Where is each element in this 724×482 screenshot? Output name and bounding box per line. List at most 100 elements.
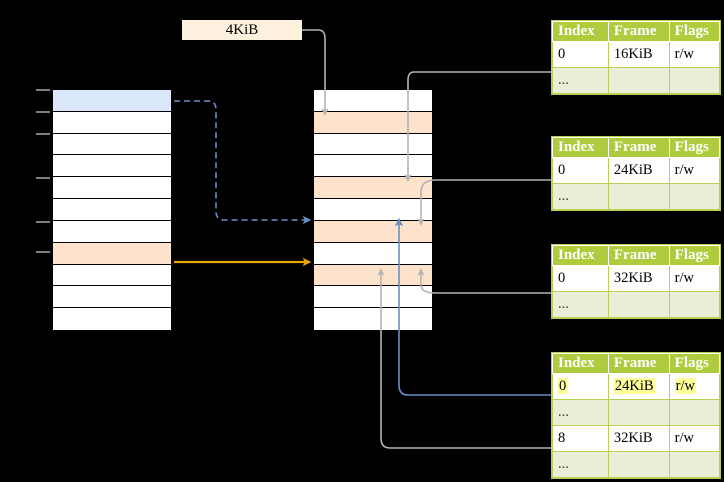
highlighted-value: r/w xyxy=(674,378,697,394)
column-header: Index xyxy=(552,21,609,42)
table-row: 0 24KiB r/w xyxy=(552,373,721,400)
table-cell xyxy=(668,67,721,94)
table-cell xyxy=(607,67,670,94)
memory-cell xyxy=(53,155,171,178)
wire-virtual-page-mapping-dashed xyxy=(174,100,312,225)
memory-cell xyxy=(314,308,432,330)
memory-cell xyxy=(314,242,432,265)
virtual-address-space-column xyxy=(52,89,172,330)
memory-cell xyxy=(314,177,432,200)
table-cell xyxy=(668,399,721,426)
memory-cell xyxy=(53,90,171,112)
tick-mark xyxy=(36,251,50,253)
memory-cell xyxy=(53,308,171,330)
table-cell: r/w xyxy=(668,41,721,68)
table-cell: ... xyxy=(552,291,609,318)
table-cell: r/w xyxy=(668,425,721,452)
table-cell xyxy=(607,451,670,478)
tick-mark xyxy=(36,133,50,135)
column-header: Index xyxy=(552,353,609,374)
table-cell xyxy=(668,183,721,210)
memory-cell xyxy=(314,155,432,178)
table-cell: ... xyxy=(552,183,609,210)
tick-mark xyxy=(36,221,50,223)
memory-cell xyxy=(53,199,171,221)
memory-cell xyxy=(53,264,171,287)
memory-cell xyxy=(53,177,171,200)
table-cell xyxy=(607,183,670,210)
highlighted-value: 0 xyxy=(558,378,568,394)
highlighted-value: 24KiB xyxy=(613,378,655,394)
column-header: Frame xyxy=(607,137,670,158)
column-header: Flags xyxy=(668,245,721,266)
table-cell: ... xyxy=(552,399,609,426)
tick-mark xyxy=(36,89,50,91)
table-cell: 24KiB xyxy=(607,373,670,400)
table-cell: 32KiB xyxy=(607,425,670,452)
physical-memory-column xyxy=(313,89,433,330)
table-cell: ... xyxy=(552,451,609,478)
table-cell: 24KiB xyxy=(607,157,670,184)
table-cell: 0 xyxy=(552,41,609,68)
tick-mark xyxy=(36,111,50,113)
wire-table2-to-frame xyxy=(417,179,551,226)
table-cell: 8 xyxy=(552,425,609,452)
column-header: Flags xyxy=(668,353,721,374)
table-cell: r/w xyxy=(668,265,721,292)
table-row: ... xyxy=(552,451,721,478)
column-header: Index xyxy=(552,137,609,158)
table-cell xyxy=(668,291,721,318)
column-header: Flags xyxy=(668,21,721,42)
column-header: Flags xyxy=(668,137,721,158)
memory-cell xyxy=(53,111,171,134)
wire-table3-to-frame xyxy=(417,268,551,294)
tick-mark xyxy=(36,177,50,179)
table-cell: 0 xyxy=(552,157,609,184)
table-cell xyxy=(607,399,670,426)
memory-cell xyxy=(53,220,171,243)
table-cell: 0 xyxy=(552,265,609,292)
table-row: ... xyxy=(552,183,721,210)
table-row: ... xyxy=(552,291,721,318)
memory-cell xyxy=(314,220,432,243)
memory-cell xyxy=(314,111,432,134)
table-cell: r/w xyxy=(668,157,721,184)
table-cell xyxy=(668,451,721,478)
table-row: ... xyxy=(552,399,721,426)
table-cell: 0 xyxy=(552,373,609,400)
memory-cell xyxy=(53,242,171,265)
table-cell: 16KiB xyxy=(607,41,670,68)
memory-cell xyxy=(314,286,432,309)
column-header: Frame xyxy=(607,245,670,266)
column-header: Index xyxy=(552,245,609,266)
size-label-4kib: 4KiB xyxy=(182,20,302,40)
memory-cell xyxy=(314,133,432,156)
memory-cell xyxy=(314,90,432,112)
column-header: Frame xyxy=(607,353,670,374)
memory-cell xyxy=(53,286,171,309)
table-cell xyxy=(607,291,670,318)
table-row: ... xyxy=(552,67,721,94)
memory-cell xyxy=(314,199,432,221)
table-cell: r/w xyxy=(668,373,721,400)
memory-cell xyxy=(53,133,171,156)
table-cell: 32KiB xyxy=(607,265,670,292)
memory-cell xyxy=(314,264,432,287)
